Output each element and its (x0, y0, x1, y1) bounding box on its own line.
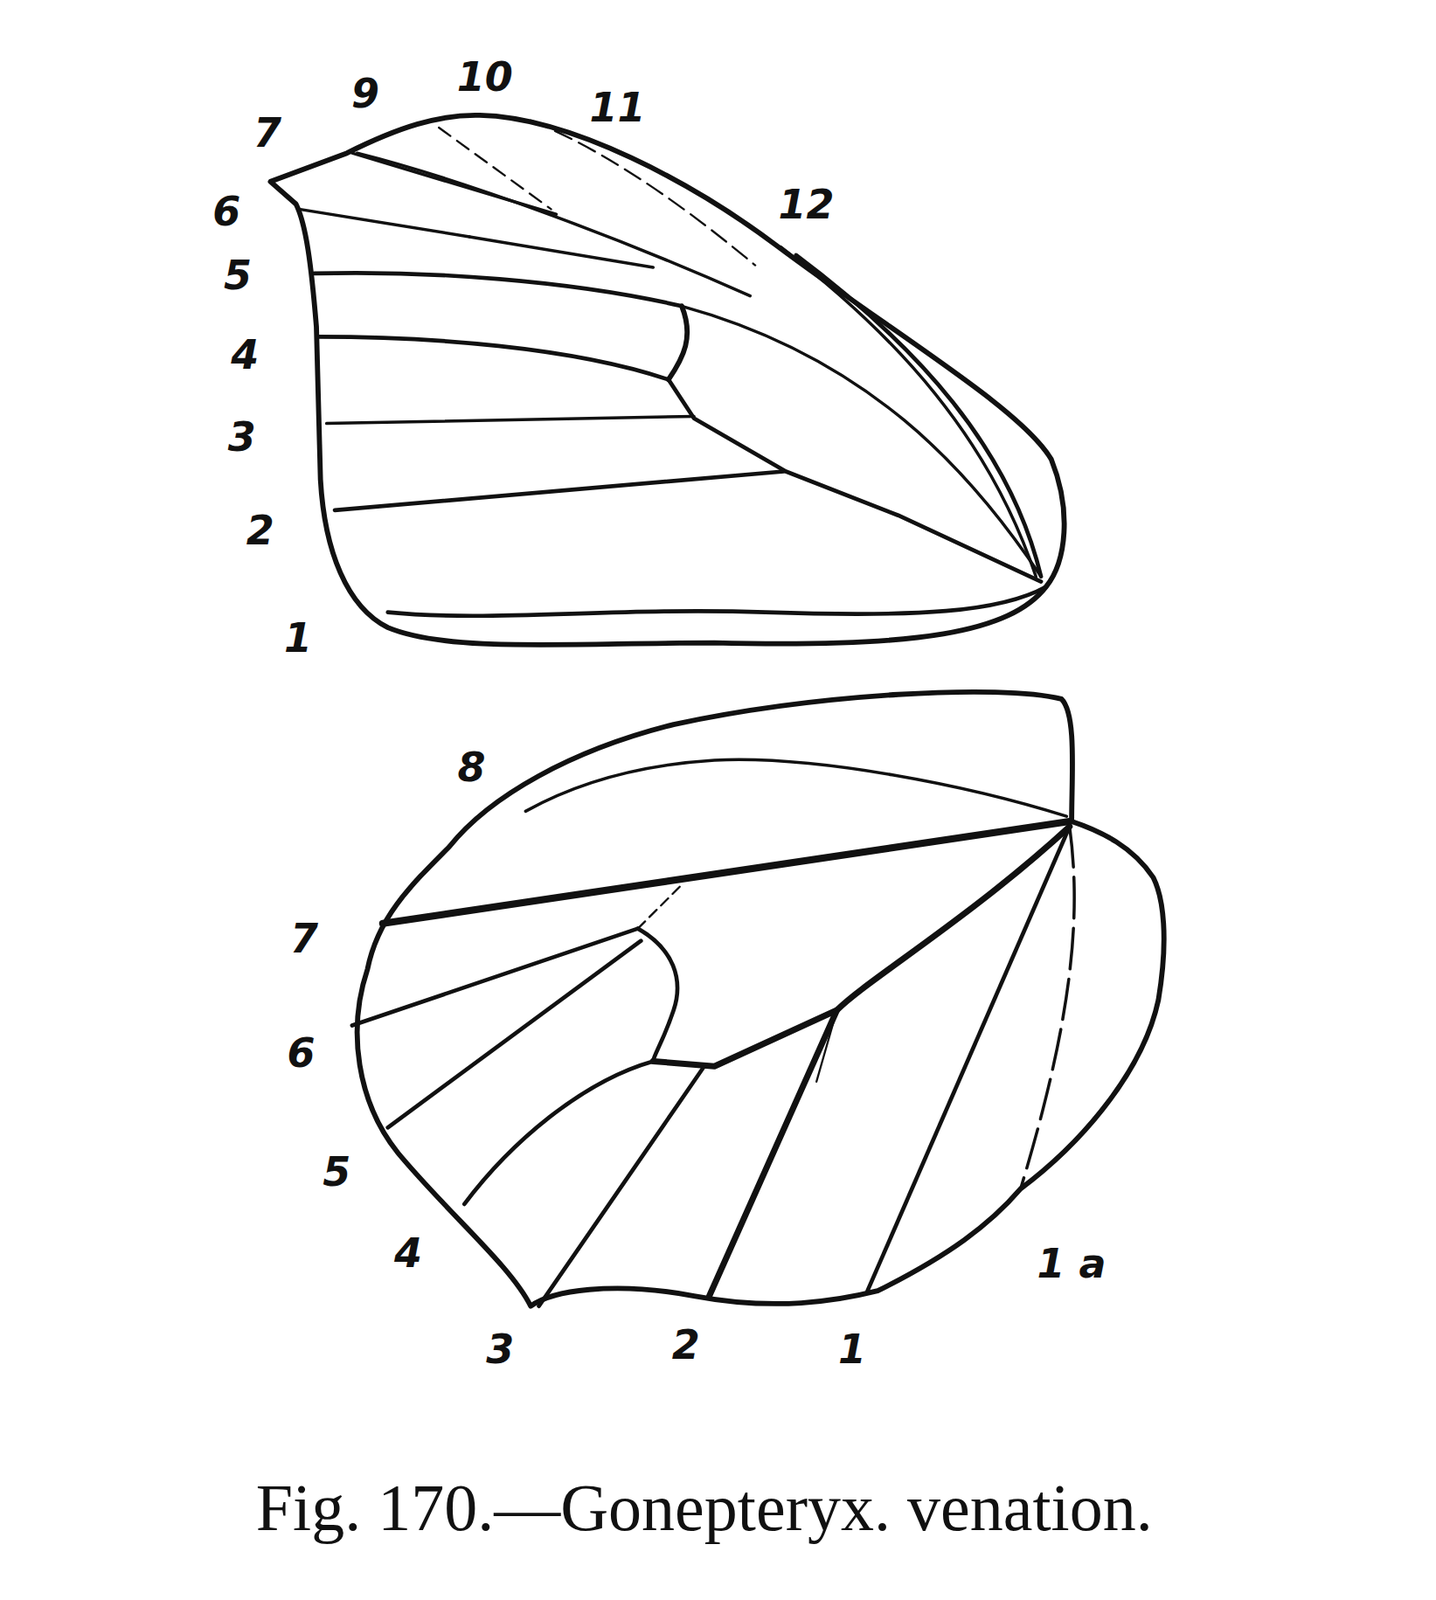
figure-caption: Fig. 170.—Gonepteryx. venation. (256, 1471, 1153, 1546)
vein-number: 1 (838, 1329, 867, 1370)
vein-number: 6 (286, 1033, 315, 1074)
vein-number: 8 (457, 747, 486, 788)
vein-number: 2 (246, 510, 275, 551)
vein-number: 10 (457, 56, 514, 98)
vein-number: 3 (485, 1329, 514, 1370)
vein-number: 12 (777, 184, 834, 225)
vein-number: 2 (672, 1325, 701, 1366)
vein-number: 3 (228, 416, 257, 458)
forewing (270, 115, 1064, 646)
vein-number: 9 (351, 73, 380, 114)
vein-number: 1 (284, 617, 313, 659)
vein-number: 6 (212, 191, 241, 232)
vein-number: 7 (290, 918, 319, 959)
hindwing (352, 692, 1165, 1307)
vein-number: 5 (322, 1151, 351, 1193)
vein-number: 4 (230, 334, 259, 375)
vein-number: 1 a (1037, 1243, 1107, 1284)
vein-number: 5 (223, 255, 252, 296)
vein-number: 7 (253, 112, 282, 153)
vein-number: 11 (589, 87, 646, 128)
vein-number: 4 (394, 1233, 423, 1274)
